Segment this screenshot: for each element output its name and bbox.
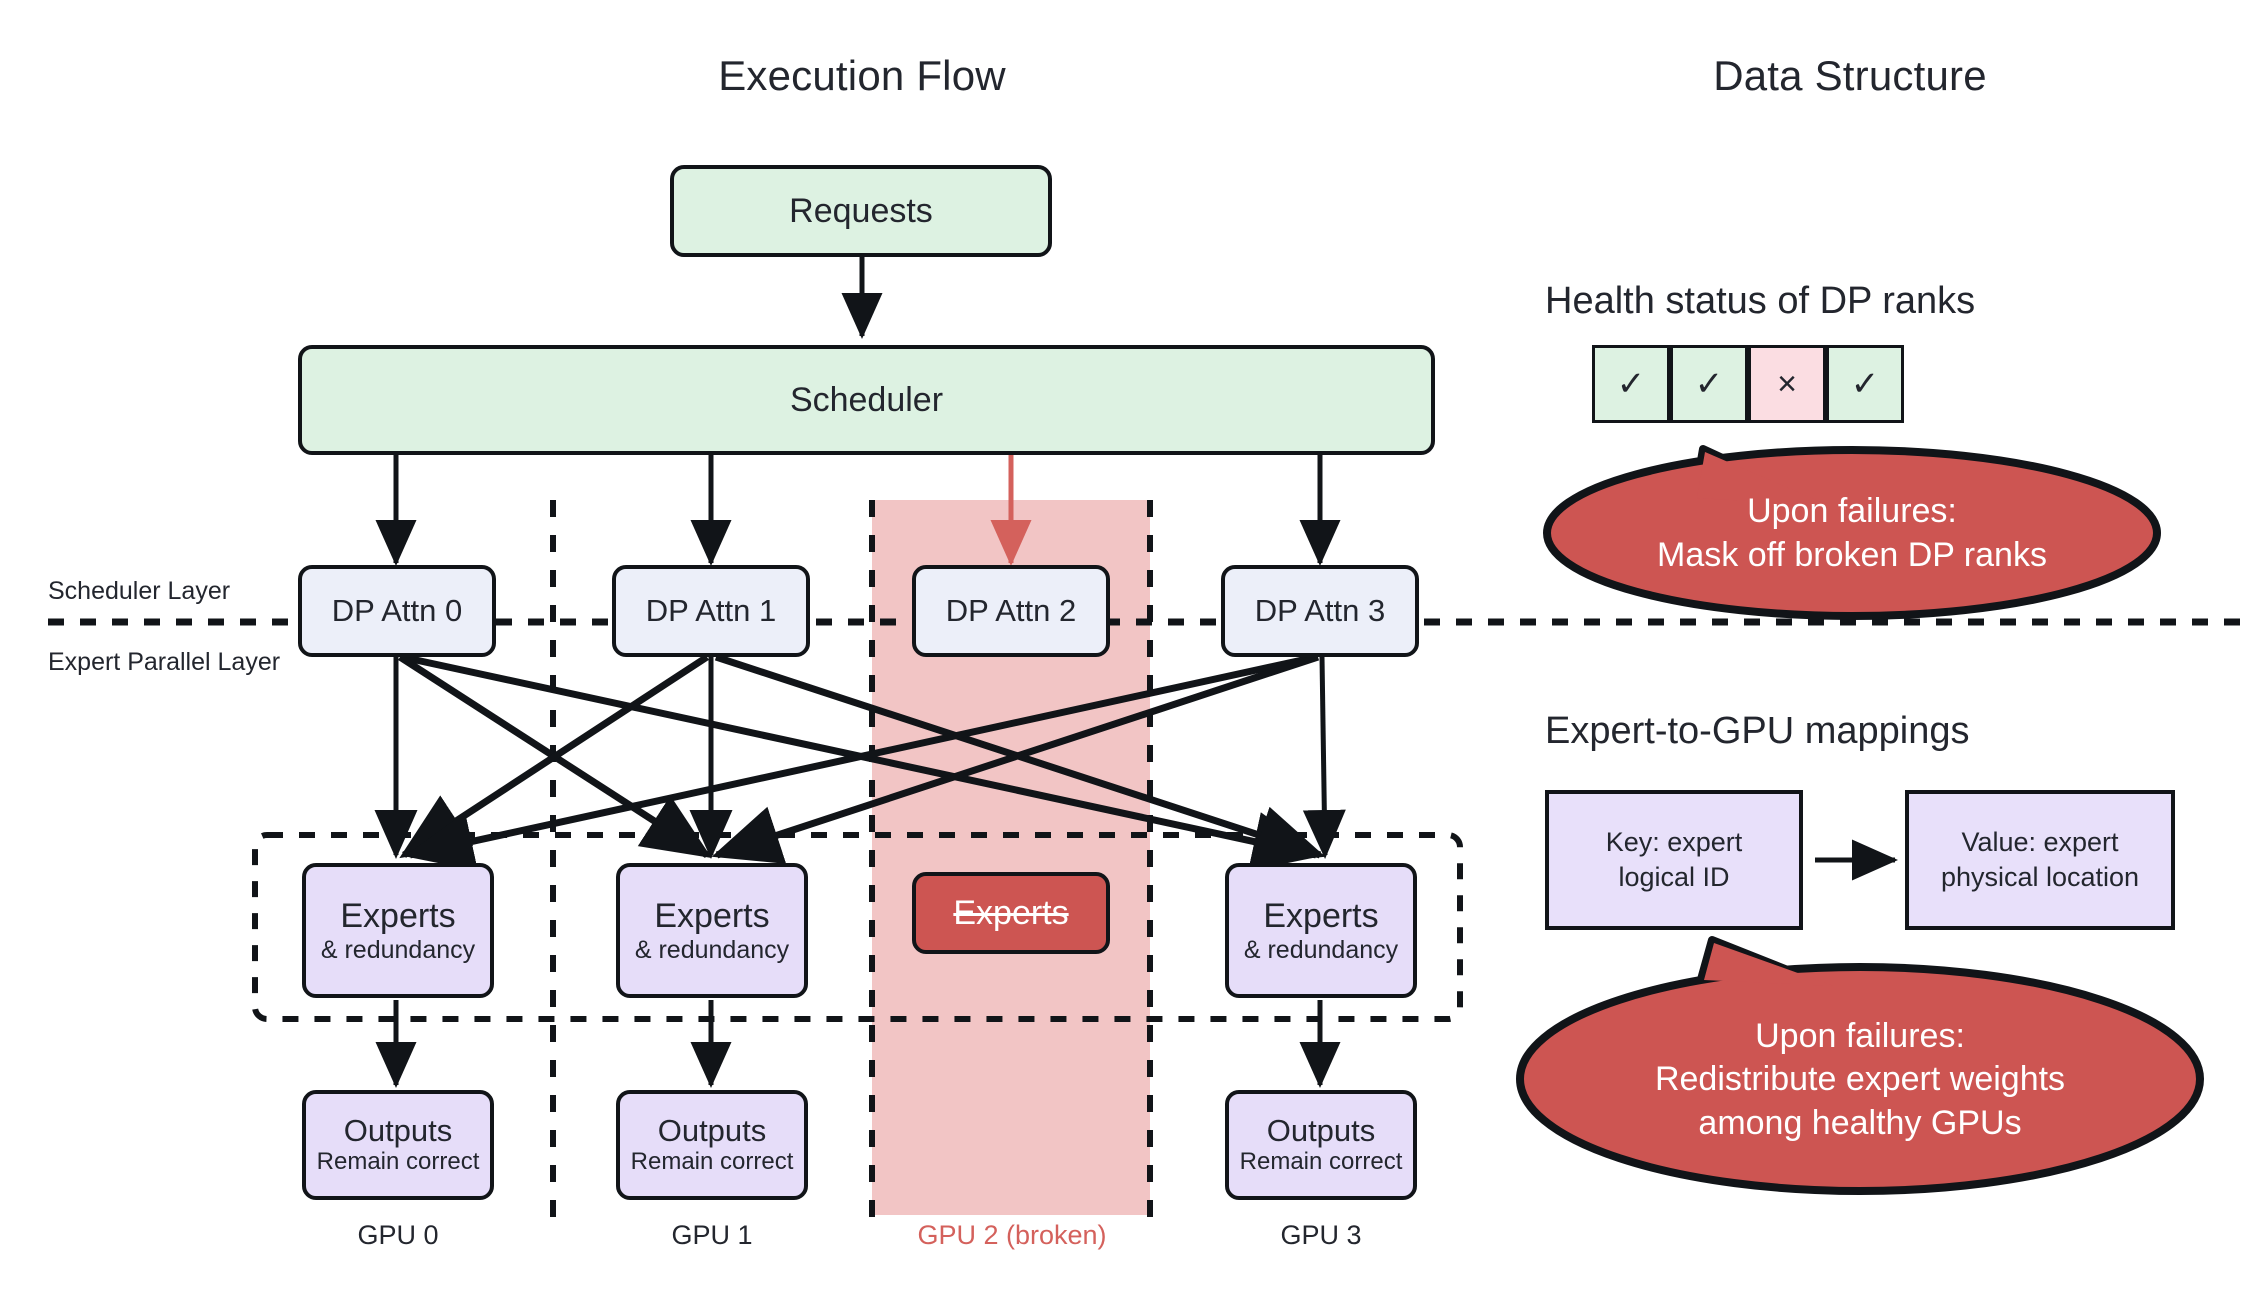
health-status-title: Health status of DP ranks <box>1545 280 1976 322</box>
node-outputs-1-title: Outputs <box>657 1113 767 1149</box>
node-experts-1-sub: & redundancy <box>634 935 790 964</box>
health-cell-0[interactable]: ✓ <box>1592 345 1670 423</box>
gpu-label-0: GPU 0 <box>357 1220 439 1250</box>
node-outputs-3[interactable]: Outputs Remain correct <box>1225 1090 1417 1200</box>
node-experts-3-sub: & redundancy <box>1243 935 1399 964</box>
node-experts-2-broken[interactable]: Experts <box>912 872 1110 954</box>
gpu-label-2: GPU 2 (broken) <box>917 1220 1107 1250</box>
health-cell-1[interactable]: ✓ <box>1670 345 1748 423</box>
node-experts-1-title: Experts <box>654 897 770 936</box>
health-cell-3-glyph: ✓ <box>1850 365 1880 403</box>
health-cell-2[interactable]: × <box>1748 345 1826 423</box>
node-experts-1[interactable]: Experts & redundancy <box>616 863 808 998</box>
kv-value-line1: Value: expert <box>1961 826 2119 857</box>
gpu-label-3: GPU 3 <box>1280 1220 1362 1250</box>
node-dp-attn-2[interactable]: DP Attn 2 <box>912 565 1110 657</box>
node-outputs-3-sub: Remain correct <box>1239 1147 1403 1175</box>
kv-value-box[interactable]: Value: expert physical location <box>1905 790 2175 930</box>
node-dp-attn-3[interactable]: DP Attn 3 <box>1221 565 1419 657</box>
node-dp-attn-0-label: DP Attn 0 <box>331 592 463 628</box>
node-experts-0-title: Experts <box>340 897 456 936</box>
node-scheduler[interactable]: Scheduler <box>298 345 1435 455</box>
node-outputs-1-sub: Remain correct <box>630 1147 794 1175</box>
label-scheduler-layer: Scheduler Layer <box>48 577 231 605</box>
health-cell-0-glyph: ✓ <box>1616 365 1646 403</box>
kv-key-line2: logical ID <box>1618 862 1730 892</box>
node-outputs-1[interactable]: Outputs Remain correct <box>616 1090 808 1200</box>
health-cell-3[interactable]: ✓ <box>1826 345 1904 423</box>
node-outputs-3-title: Outputs <box>1266 1113 1376 1149</box>
kv-key-line1: Key: expert <box>1605 826 1743 857</box>
gpu-label-1: GPU 1 <box>671 1220 753 1250</box>
node-dp-attn-2-label: DP Attn 2 <box>945 592 1077 628</box>
node-scheduler-label: Scheduler <box>789 380 944 419</box>
node-outputs-0[interactable]: Outputs Remain correct <box>302 1090 494 1200</box>
health-cell-1-glyph: ✓ <box>1694 365 1724 403</box>
node-experts-3[interactable]: Experts & redundancy <box>1225 863 1417 998</box>
label-expert-parallel-layer: Expert Parallel Layer <box>48 648 281 676</box>
node-experts-0-sub: & redundancy <box>320 935 476 964</box>
callout-redistribute-text: Upon failures: Redistribute expert weigh… <box>1654 1016 2066 1142</box>
kv-value-line2: physical location <box>1940 862 2140 892</box>
node-requests-label: Requests <box>789 191 933 230</box>
node-experts-0[interactable]: Experts & redundancy <box>302 863 494 998</box>
node-requests[interactable]: Requests <box>670 165 1052 257</box>
node-dp-attn-3-label: DP Attn 3 <box>1254 592 1386 628</box>
node-dp-attn-1[interactable]: DP Attn 1 <box>612 565 810 657</box>
health-cell-2-glyph: × <box>1777 364 1797 403</box>
node-dp-attn-1-label: DP Attn 1 <box>645 592 777 628</box>
node-outputs-0-sub: Remain correct <box>316 1147 480 1175</box>
callout-mask-off-text: Upon failures: Mask off broken DP ranks <box>1657 492 2047 574</box>
node-dp-attn-0[interactable]: DP Attn 0 <box>298 565 496 657</box>
node-experts-2-title: Experts <box>953 893 1069 932</box>
node-experts-3-title: Experts <box>1263 897 1379 936</box>
node-outputs-0-title: Outputs <box>343 1113 453 1149</box>
page-title-right: Data Structure <box>1713 52 1987 99</box>
expert-mapping-title: Expert-to-GPU mappings <box>1545 710 1970 752</box>
kv-key-box[interactable]: Key: expert logical ID <box>1545 790 1803 930</box>
page-title-left: Execution Flow <box>718 52 1006 99</box>
